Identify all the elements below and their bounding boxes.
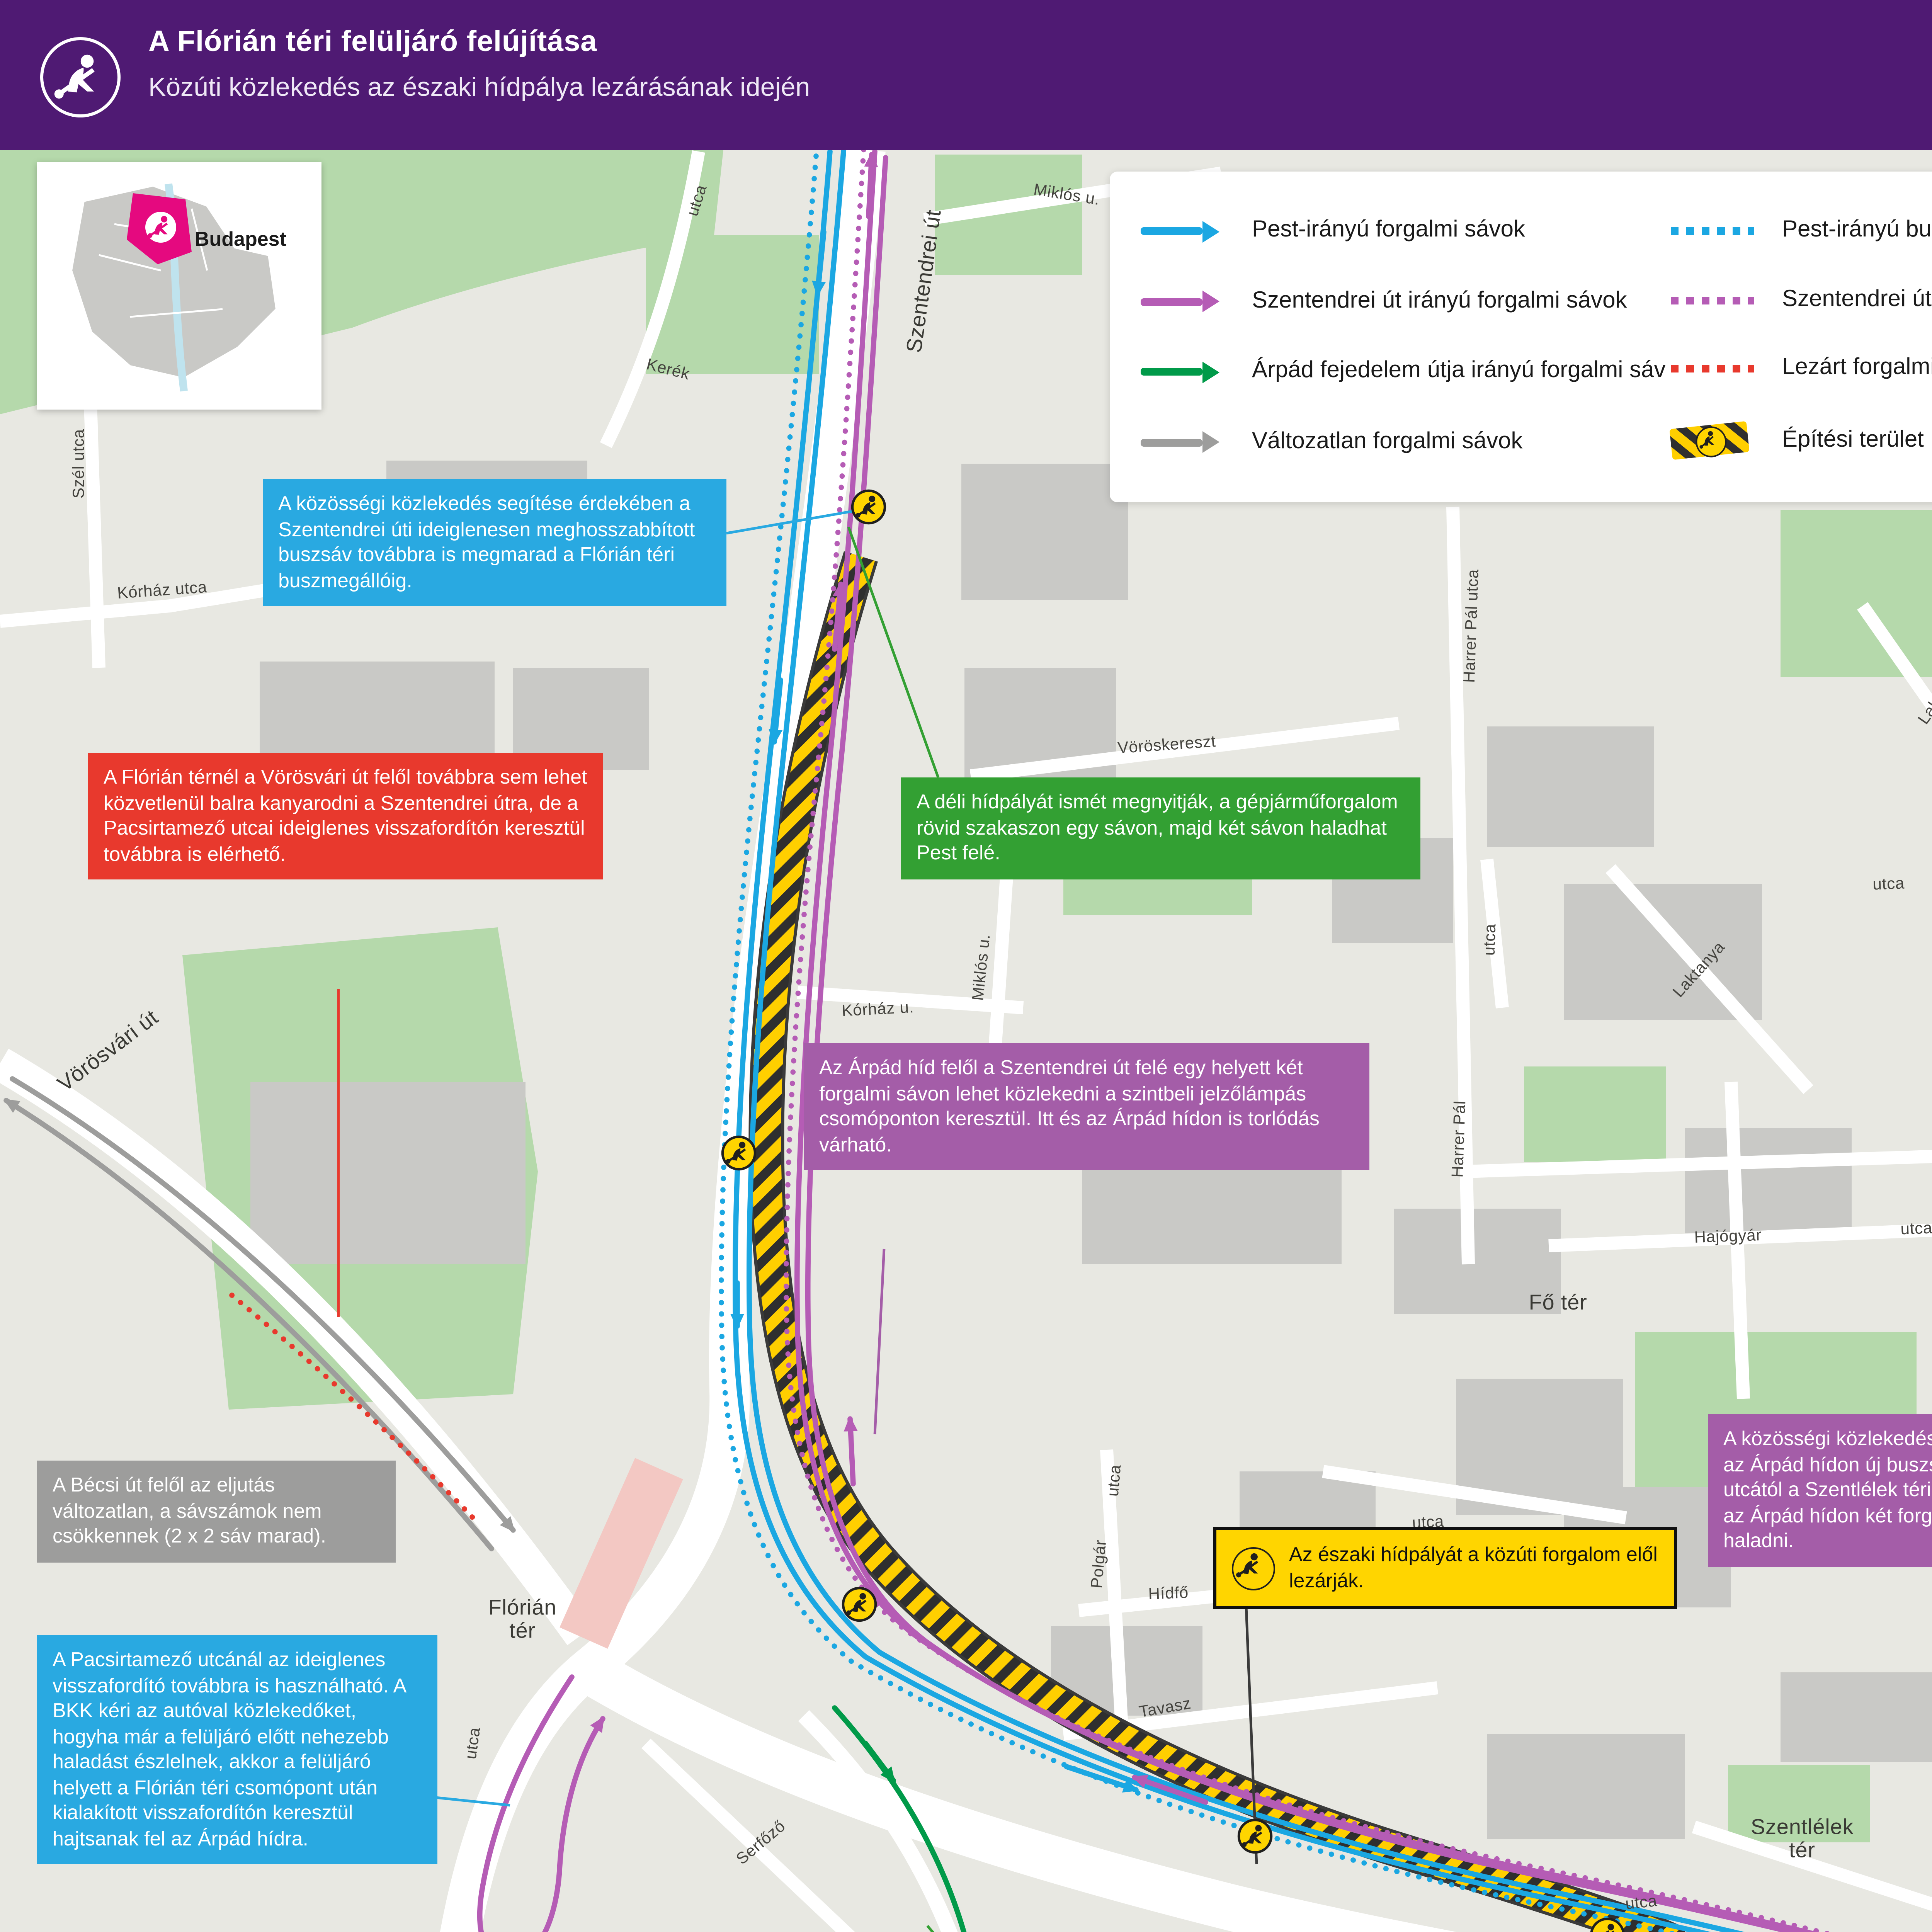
purple-dotted-swatch bbox=[1671, 296, 1764, 304]
legend-item-szentendrei-buslanes: Szentendrei út irányú buszsávok bbox=[1671, 285, 1932, 313]
callout-no-left-turn: A Flórián térnél a Vörösvári út felől to… bbox=[88, 753, 603, 879]
legend-right-column: Pest-irányú buszsávok Szentendrei út irá… bbox=[1669, 196, 1932, 478]
callout-pacsirtamezo-turnaround: A Pacsirtamező utcánál az ideiglenes vis… bbox=[37, 1635, 437, 1864]
blue-dotted-swatch bbox=[1671, 227, 1764, 235]
construction-worker-icon bbox=[40, 37, 121, 117]
legend-item-szentendrei-lanes: Szentendrei út irányú forgalmi sávok bbox=[1141, 287, 1671, 315]
legend-item-pest-buslanes: Pest-irányú buszsávok bbox=[1671, 216, 1932, 244]
construction-worker-icon bbox=[723, 1137, 755, 1169]
traffic-lanes-layer bbox=[3, 145, 1932, 1932]
legend-left-column: Pest-irányú forgalmi sávok Szentendrei ú… bbox=[1141, 196, 1671, 478]
legend-item-construction-area: Építési terület bbox=[1669, 421, 1932, 460]
callout-text: Az északi hídpályát a közúti forgalom el… bbox=[1289, 1543, 1658, 1591]
callout-becsi-unchanged: A Bécsi út felől az eljutás változatlan,… bbox=[37, 1461, 396, 1562]
legend-label: Pest-irányú buszsávok bbox=[1782, 216, 1932, 243]
callout-north-deck-closed: Az északi hídpályát a közúti forgalom el… bbox=[1213, 1527, 1677, 1609]
inset-city-label: Budapest bbox=[195, 227, 286, 250]
legend-label: Változatlan forgalmi sávok bbox=[1252, 428, 1523, 454]
legend-label: Szentendrei út irányú forgalmi sávok bbox=[1252, 287, 1627, 314]
page-title: A Flórián téri felüljáró felújítása bbox=[148, 26, 597, 59]
gray-arrow-swatch bbox=[1141, 431, 1233, 453]
blue-arrow-swatch bbox=[1141, 220, 1233, 242]
legend-label: Pest-irányú forgalmi sávok bbox=[1252, 217, 1525, 243]
budapest-inset-map: Budapest bbox=[37, 162, 321, 410]
closed-pavement bbox=[560, 1458, 683, 1649]
inset-canvas bbox=[70, 183, 278, 392]
construction-worker-icon bbox=[1696, 427, 1721, 452]
page-header: A Flórián téri felüljáró felújítása Közú… bbox=[0, 0, 1932, 150]
district-borders bbox=[99, 208, 223, 318]
construction-worker-icon bbox=[1232, 1546, 1275, 1590]
purple-arrow-swatch bbox=[1141, 291, 1233, 313]
green-arrow-swatch bbox=[1141, 361, 1233, 383]
red-dotted-swatch bbox=[1671, 365, 1764, 373]
callout-arpad-bus-lane: A közösségi közlekedés segítése érdekébe… bbox=[1708, 1414, 1932, 1566]
construction-worker-icon bbox=[852, 491, 885, 523]
construction-worker-icon bbox=[843, 1588, 876, 1621]
legend-item-closed-lane: Lezárt forgalmi sáv bbox=[1671, 354, 1932, 382]
legend-item-unchanged-lanes: Változatlan forgalmi sávok bbox=[1141, 428, 1671, 455]
callout-bus-lane-szentendrei: A közösségi közlekedés segítése érdekébe… bbox=[263, 479, 726, 606]
callout-two-lanes-to-szentendrei: Az Árpád híd felől a Szentendrei út felé… bbox=[804, 1043, 1369, 1170]
legend-item-pest-lanes: Pest-irányú forgalmi sávok bbox=[1141, 217, 1671, 244]
legend-label: Szentendrei út irányú buszsávok bbox=[1782, 285, 1932, 312]
legend-label: Lezárt forgalmi sáv bbox=[1782, 354, 1932, 381]
construction-hatch-swatch bbox=[1669, 421, 1764, 460]
construction-worker-icon bbox=[1239, 1820, 1271, 1852]
callout-south-deck-open: A déli hídpályát ismét megnyitják, a gép… bbox=[901, 777, 1420, 879]
page-subtitle: Közúti közlekedés az északi hídpálya lez… bbox=[148, 73, 810, 102]
legend-panel: Pest-irányú forgalmi sávok Szentendrei ú… bbox=[1110, 172, 1932, 502]
legend-label: Árpád fejedelem útja irányú forgalmi sáv bbox=[1252, 357, 1666, 384]
legend-item-arpad-fejedelem-lane: Árpád fejedelem útja irányú forgalmi sáv bbox=[1141, 357, 1671, 385]
legend-label: Építési terület bbox=[1782, 426, 1924, 452]
